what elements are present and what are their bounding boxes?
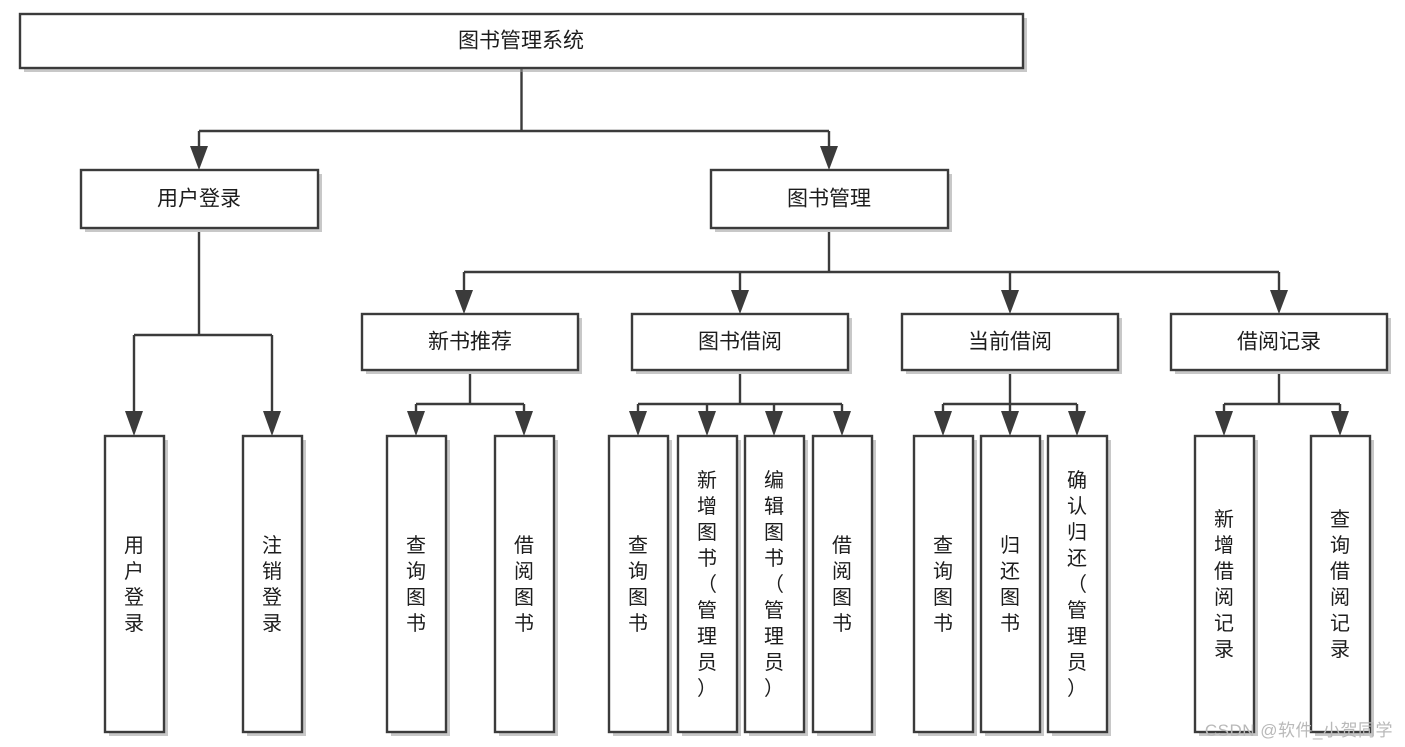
node-leaf-add-record[interactable]: 新增借阅记录: [1193, 434, 1258, 736]
arrow-leaf-query-book-3: [934, 411, 952, 436]
node-root-box: [18, 12, 1025, 70]
node-book-manage-box: [709, 168, 950, 230]
node-leaf-edit-book[interactable]: 编辑图书（管理员）: [743, 434, 808, 736]
node-book-borrow-label: 图书借阅: [698, 331, 782, 354]
arrow-to-book-manage: [820, 146, 838, 170]
arrow-leaf-add-book: [698, 411, 716, 436]
node-current-borrow-label: 当前借阅: [968, 331, 1052, 354]
node-leaf-borrow-book-1-box: [493, 434, 556, 734]
node-leaf-return-book-label: 归还图书: [1000, 534, 1020, 635]
node-leaf-borrow-book-1[interactable]: 借阅图书: [493, 434, 558, 736]
node-leaf-confirm-return[interactable]: 确认归还（管理员）: [1046, 434, 1111, 736]
node-book-manage[interactable]: 图书管理: [709, 168, 952, 232]
node-leaf-add-record-box: [1193, 434, 1256, 734]
node-leaf-edit-book-label: 编辑图书（管理员）: [764, 469, 784, 700]
node-leaf-query-book-2-label: 查询图书: [628, 534, 648, 635]
node-borrow-record-label: 借阅记录: [1237, 331, 1321, 354]
node-leaf-query-record[interactable]: 查询借阅记录: [1309, 434, 1374, 736]
node-new-book-rec-label: 新书推荐: [428, 331, 512, 354]
node-leaf-confirm-return-label: 确认归还（管理员）: [1067, 469, 1087, 700]
arrow-to-user-login: [190, 146, 208, 170]
node-leaf-query-book-3-box: [912, 434, 975, 734]
node-leaf-query-record-box: [1309, 434, 1372, 734]
arrow-to-current-borrow: [1001, 290, 1019, 314]
node-root[interactable]: 图书管理系统: [18, 12, 1027, 72]
arrow-to-book-borrow: [731, 290, 749, 314]
node-leaf-edit-book-box: [743, 434, 806, 734]
node-book-manage-label: 图书管理: [787, 188, 871, 211]
arrow-leaf-edit-book: [765, 411, 783, 436]
node-leaf-borrow-book-1-label: 借阅图书: [514, 534, 534, 635]
arrow-leaf-add-record: [1215, 411, 1233, 436]
node-leaf-logout-label: 注销登录: [262, 534, 282, 635]
node-new-book-rec-box: [360, 312, 580, 372]
node-leaf-query-book-2-box: [607, 434, 670, 734]
node-current-borrow[interactable]: 当前借阅: [900, 312, 1122, 374]
node-root-label: 图书管理系统: [458, 30, 584, 53]
arrow-leaf-user-login: [125, 411, 143, 436]
node-leaf-query-book-3-label: 查询图书: [933, 534, 953, 635]
node-leaf-query-book-3[interactable]: 查询图书: [912, 434, 977, 736]
node-leaf-return-book[interactable]: 归还图书: [979, 434, 1044, 736]
node-leaf-logout[interactable]: 注销登录: [241, 434, 306, 736]
arrow-leaf-confirm-return: [1068, 411, 1086, 436]
node-leaf-query-book-1-label: 查询图书: [406, 534, 426, 635]
arrow-to-new-book-rec: [455, 290, 473, 314]
arrow-leaf-logout: [263, 411, 281, 436]
node-leaf-borrow-book-2-label: 借阅图书: [832, 534, 852, 635]
node-leaf-borrow-book-2[interactable]: 借阅图书: [811, 434, 876, 736]
node-new-book-rec[interactable]: 新书推荐: [360, 312, 582, 374]
node-borrow-record-box: [1169, 312, 1389, 372]
node-leaf-add-book[interactable]: 新增图书（管理员）: [676, 434, 741, 736]
node-leaf-user-login-box: [103, 434, 166, 734]
arrow-leaf-query-book-2: [629, 411, 647, 436]
node-leaf-query-book-1-box: [385, 434, 448, 734]
node-book-borrow-box: [630, 312, 850, 372]
node-leaf-query-record-label: 查询借阅记录: [1330, 508, 1350, 661]
node-user-login[interactable]: 用户登录: [79, 168, 322, 232]
node-leaf-return-book-box: [979, 434, 1042, 734]
edge-group: [125, 68, 1349, 436]
node-leaf-user-login-label: 用户登录: [124, 535, 144, 635]
node-leaf-add-record-label: 新增借阅记录: [1214, 508, 1234, 661]
node-leaf-query-book-1[interactable]: 查询图书: [385, 434, 450, 736]
node-leaf-add-book-box: [676, 434, 739, 734]
node-leaf-user-login[interactable]: 用户登录: [103, 434, 168, 736]
node-user-login-box: [79, 168, 320, 230]
node-book-borrow[interactable]: 图书借阅: [630, 312, 852, 374]
csdn-watermark: CSDN @软件_小贺同学: [1204, 721, 1393, 740]
arrow-leaf-query-book-1: [407, 411, 425, 436]
arrow-leaf-return-book: [1001, 411, 1019, 436]
arrow-leaf-query-record: [1331, 411, 1349, 436]
node-borrow-record[interactable]: 借阅记录: [1169, 312, 1391, 374]
arrow-to-borrow-record: [1270, 290, 1288, 314]
node-current-borrow-box: [900, 312, 1120, 372]
arrow-leaf-borrow-book-1: [515, 411, 533, 436]
node-leaf-confirm-return-box: [1046, 434, 1109, 734]
node-leaf-query-book-2[interactable]: 查询图书: [607, 434, 672, 736]
node-leaf-borrow-book-2-box: [811, 434, 874, 734]
node-user-login-label: 用户登录: [157, 188, 241, 211]
arrow-leaf-borrow-book-2: [833, 411, 851, 436]
node-leaf-logout-box: [241, 434, 304, 734]
node-leaf-add-book-label: 新增图书（管理员）: [697, 469, 717, 700]
